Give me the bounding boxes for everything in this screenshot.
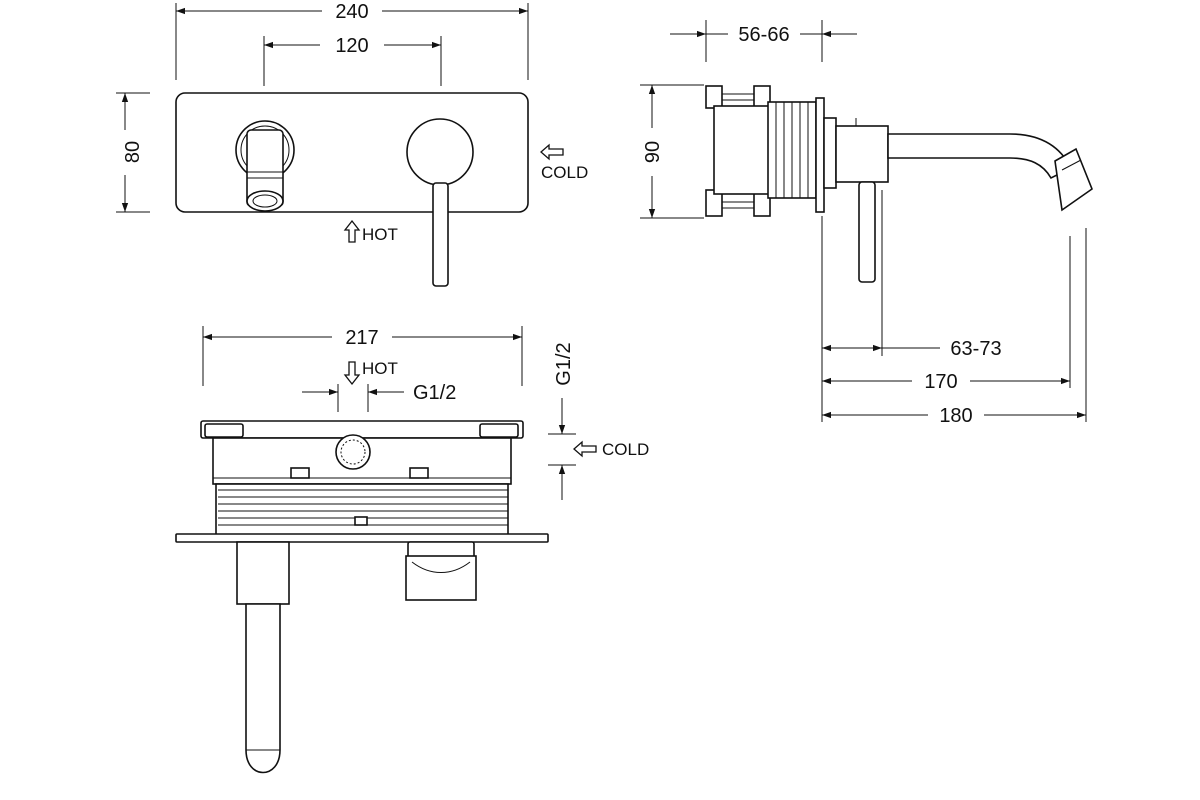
dim-63-73-label: 63-73 [950, 338, 1001, 360]
dim-180-label: 180 [939, 405, 972, 427]
hot-arrow-icon [343, 219, 361, 243]
faceplate [175, 92, 529, 213]
dim-80: 80 [116, 92, 150, 213]
dim-170: 170 [822, 371, 1070, 393]
dim-56-66-label: 56-66 [738, 24, 789, 46]
hot-arrow-down-icon [343, 361, 361, 386]
spout-top [236, 541, 290, 774]
cold-text-top: COLD [602, 440, 649, 459]
dim-240-label: 240 [335, 1, 368, 23]
dim-63-73: 63-73 [821, 190, 1087, 422]
front-view: 240 120 80 [116, 1, 588, 287]
cold-text-front: COLD [541, 163, 588, 182]
spout-side [887, 133, 1093, 212]
dim-g12-vertical: G1/2 [548, 342, 576, 500]
dim-90-label: 90 [642, 141, 664, 163]
dim-217-label: 217 [345, 327, 378, 349]
dim-56-66: 56-66 [670, 20, 857, 62]
hot-text-top: HOT [362, 359, 398, 378]
valve-body-top [175, 420, 549, 543]
top-view: 217 HOT G1/2 G1/2 COLD [175, 326, 649, 774]
cold-arrow-icon [540, 143, 564, 161]
side-view: 56-66 90 [640, 20, 1093, 427]
hot-text-front: HOT [362, 225, 398, 244]
spout-front [235, 120, 295, 212]
cold-label-top: COLD [573, 440, 649, 459]
dim-80-label: 80 [122, 141, 144, 163]
dim-120-label: 120 [335, 35, 368, 57]
cold-arrow-left-icon [573, 440, 597, 458]
hot-label-top: HOT [343, 359, 398, 386]
handle-side [858, 181, 876, 283]
dim-120: 120 [263, 35, 442, 86]
dim-217: 217 [202, 326, 523, 386]
cold-label-front: COLD [540, 143, 588, 182]
hot-label-front: HOT [343, 219, 398, 244]
side-mounting-body [705, 85, 889, 217]
handle-collar-top [405, 541, 477, 601]
dim-90: 90 [640, 84, 704, 219]
dim-180: 180 [822, 405, 1086, 427]
dim-g12-v-label: G1/2 [553, 342, 575, 385]
dim-170-label: 170 [924, 371, 957, 393]
dim-240: 240 [175, 1, 529, 80]
dim-g12-horizontal: G1/2 [302, 382, 456, 412]
dim-g12-h-label: G1/2 [413, 382, 456, 404]
handle-front [406, 118, 474, 287]
